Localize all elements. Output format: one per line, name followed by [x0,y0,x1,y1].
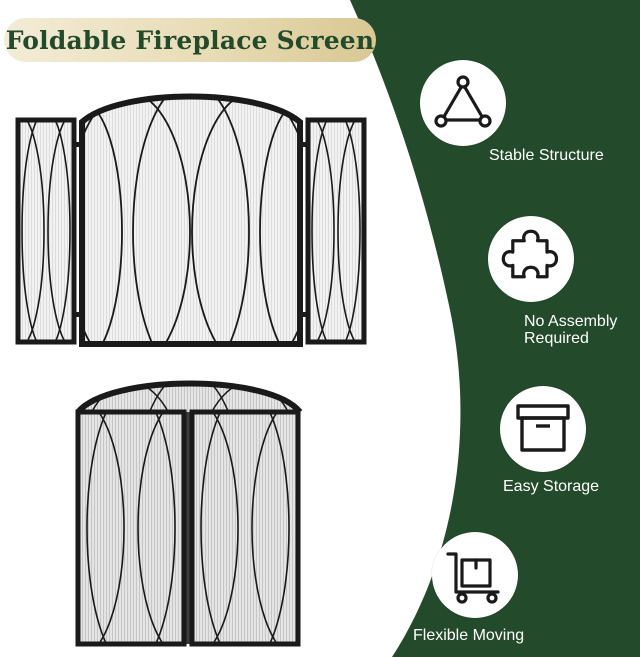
left-panel [15,117,77,345]
triangle-icon [434,75,492,128]
feature-easy-storage [500,386,586,472]
feature-label-flexible-moving: Flexible Moving [413,627,525,644]
feature-label-easy-storage: Easy Storage [503,478,600,495]
hand-truck-icon [446,552,500,604]
fireplace-screen-folded [75,380,303,647]
center-panel [79,93,303,347]
fireplace-screen-unfolded [15,93,367,347]
feature-no-assembly [488,216,574,302]
right-panel [305,117,367,345]
title-banner: Foldable Fireplace Screen [4,18,376,62]
feature-label-no-assembly: No Assembly Required [524,313,618,347]
storage-box-icon [516,404,570,452]
puzzle-icon [501,229,559,279]
feature-flexible-moving [432,532,518,618]
page-title: Foldable Fireplace Screen [5,25,375,55]
feature-label-stable-structure: Stable Structure [489,147,604,164]
feature-stable-structure [420,60,506,146]
